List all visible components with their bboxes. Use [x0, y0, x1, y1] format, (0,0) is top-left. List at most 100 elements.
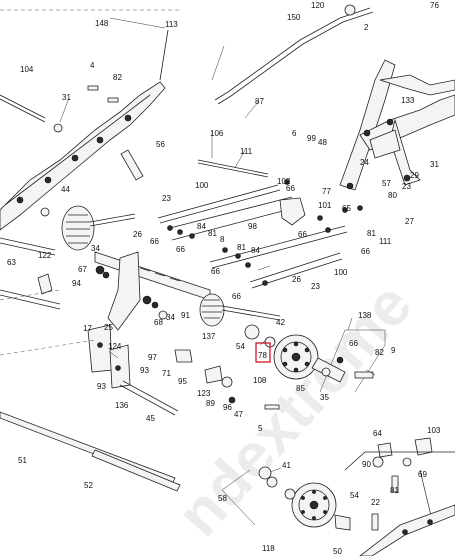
idler-wheel-118 — [291, 482, 337, 528]
callout-87: 87 — [255, 97, 264, 106]
callout-80: 80 — [388, 191, 397, 200]
callout-2: 2 — [364, 23, 369, 32]
frame-line-right — [344, 451, 455, 471]
callout-34a: 34 — [91, 244, 100, 253]
rod-lower-left — [0, 289, 61, 310]
shaft-106 — [197, 159, 269, 178]
callout-120: 120 — [311, 1, 325, 10]
callout-96: 96 — [223, 403, 232, 412]
callout-77: 77 — [322, 187, 331, 196]
callout-35: 35 — [320, 393, 329, 402]
callout-81d: 81 — [390, 486, 399, 495]
callout-90: 90 — [362, 460, 371, 469]
lower-arm-98 — [169, 196, 348, 289]
washer-35 — [321, 367, 331, 377]
callout-82b: 82 — [375, 348, 384, 357]
callout-6: 6 — [292, 129, 297, 138]
callout-8: 8 — [220, 235, 225, 244]
bolt-93 — [115, 365, 121, 371]
callout-9: 9 — [391, 346, 396, 355]
rear-axle-26 — [94, 251, 211, 301]
callout-104: 104 — [20, 65, 34, 74]
idler-wheel-85 — [273, 334, 319, 380]
callout-124: 124 — [108, 342, 122, 351]
callout-138: 138 — [358, 311, 372, 320]
callout-71: 71 — [162, 369, 171, 378]
callout-76: 76 — [430, 1, 439, 10]
callout-63: 63 — [7, 258, 16, 267]
washer-31 — [53, 123, 63, 133]
callout-23a: 23 — [162, 194, 171, 203]
bracket-24 — [369, 129, 401, 159]
callout-66e: 66 — [361, 247, 370, 256]
washer-41b — [266, 476, 278, 488]
callout-148: 148 — [95, 19, 109, 28]
callout-113: 113 — [165, 20, 178, 29]
callout-102: 102 — [277, 177, 291, 186]
bolt-5 — [264, 404, 280, 410]
spacer-58 — [284, 488, 296, 500]
callout-25: 25 — [104, 323, 113, 332]
callout-26b: 26 — [292, 275, 301, 284]
rail-slide-113 — [0, 17, 169, 231]
callout-64: 64 — [373, 429, 382, 438]
callout-67: 67 — [78, 265, 87, 274]
callout-111b: 111 — [379, 237, 392, 246]
bracket-102 — [279, 197, 306, 226]
bumper-95 — [174, 349, 193, 363]
spring-137 — [199, 293, 281, 327]
callout-4: 4 — [90, 61, 95, 70]
highlight-box-78 — [255, 342, 271, 363]
rod-104 — [0, 94, 46, 123]
part-64 — [377, 442, 393, 458]
callout-137: 137 — [202, 332, 216, 341]
callout-66b: 66 — [298, 230, 307, 239]
callout-66c: 66 — [150, 237, 159, 246]
callout-31b: 31 — [430, 160, 439, 169]
callout-133: 133 — [401, 96, 415, 105]
bolt-81d — [391, 475, 399, 493]
cable-150 — [214, 4, 374, 105]
callout-51: 51 — [18, 456, 27, 465]
pin-56 — [120, 149, 144, 181]
rear-rail-50 — [359, 504, 455, 556]
callout-58: 58 — [218, 494, 227, 503]
callout-48: 48 — [318, 138, 327, 147]
callout-26: 26 — [133, 230, 142, 239]
callout-98: 98 — [248, 222, 257, 231]
callout-50: 50 — [333, 547, 342, 556]
callout-93a: 93 — [140, 366, 149, 375]
arm-bracket — [107, 251, 141, 331]
callout-93b: 93 — [97, 382, 106, 391]
callout-118: 118 — [262, 544, 275, 553]
bumper-123 — [204, 365, 223, 384]
callout-78: 78 — [258, 351, 267, 360]
callout-54a: 54 — [236, 342, 245, 351]
callout-69: 69 — [418, 470, 427, 479]
front-arm-133 — [339, 59, 455, 191]
callout-81a: 81 — [208, 229, 217, 238]
callout-89: 89 — [206, 399, 215, 408]
guide-dash-1 — [0, 339, 96, 356]
callout-29: 29 — [410, 171, 419, 180]
callout-66a: 66 — [286, 184, 295, 193]
nut-96 — [228, 396, 236, 404]
callout-108: 108 — [253, 376, 267, 385]
bolt-82b — [354, 371, 374, 379]
callout-5: 5 — [258, 424, 263, 433]
threaded-rod-81 — [419, 469, 433, 521]
callout-95: 95 — [178, 377, 187, 386]
callout-65: 65 — [342, 204, 351, 213]
callout-100b: 100 — [334, 268, 348, 277]
callout-42: 42 — [276, 318, 285, 327]
fasteners-81 — [167, 179, 363, 286]
block-122 — [37, 273, 53, 295]
callout-81c: 81 — [237, 243, 246, 252]
callout-122: 122 — [38, 251, 52, 260]
upper-arm-100 — [157, 184, 281, 224]
callout-100a: 100 — [195, 181, 209, 190]
callout-66d: 66 — [176, 245, 185, 254]
callout-123: 123 — [197, 389, 211, 398]
callout-99: 99 — [307, 134, 316, 143]
